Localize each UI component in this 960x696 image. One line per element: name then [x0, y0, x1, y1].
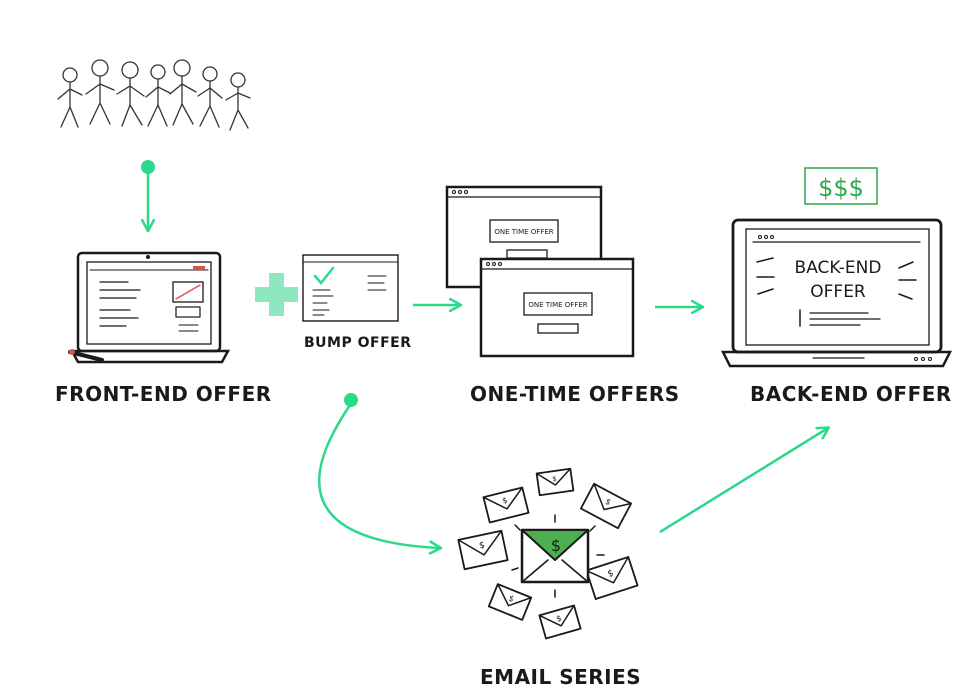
- arrow-to-email-series: [318, 404, 440, 548]
- one-time-offer-window-front: ONE TIME OFFER: [479, 257, 635, 358]
- bump-offer-sheet-icon: [302, 254, 399, 322]
- svg-text:$: $: [604, 497, 613, 507]
- back-end-offer-label: BACK-END OFFER: [750, 382, 952, 406]
- svg-text:$: $: [606, 569, 615, 580]
- svg-text:$: $: [478, 541, 486, 552]
- svg-text:$: $: [555, 614, 562, 624]
- email-cluster-icon: $ $ $ $ $ $ $: [457, 467, 639, 640]
- one-time-offers-label: ONE-TIME OFFERS: [470, 382, 680, 406]
- back-end-screen-line1: BACK-END: [795, 258, 882, 278]
- crowd-icon: [57, 59, 251, 131]
- back-end-laptop-icon: [720, 218, 953, 368]
- money-text: $$$: [818, 174, 864, 202]
- front-end-offer-label: FRONT-END OFFER: [55, 382, 272, 406]
- connector-dot-email: [344, 393, 358, 407]
- bump-offer-label: BUMP OFFER: [304, 335, 412, 351]
- arrow-email-to-back-end: [659, 428, 828, 534]
- svg-text:$: $: [507, 594, 515, 604]
- oto-text-front: ONE TIME OFFER: [528, 301, 587, 309]
- plus-icon: [255, 273, 298, 316]
- envelope-dollar-sign: $: [551, 536, 561, 555]
- front-end-laptop-icon: [68, 251, 231, 364]
- svg-text:$: $: [501, 496, 508, 506]
- svg-text:$: $: [552, 475, 558, 484]
- money-icon: $$$: [804, 167, 878, 205]
- email-series-label: EMAIL SERIES: [480, 665, 642, 689]
- oto-text-back: ONE TIME OFFER: [494, 228, 553, 236]
- connector-dot: [141, 160, 155, 174]
- back-end-screen-line2: OFFER: [810, 282, 866, 302]
